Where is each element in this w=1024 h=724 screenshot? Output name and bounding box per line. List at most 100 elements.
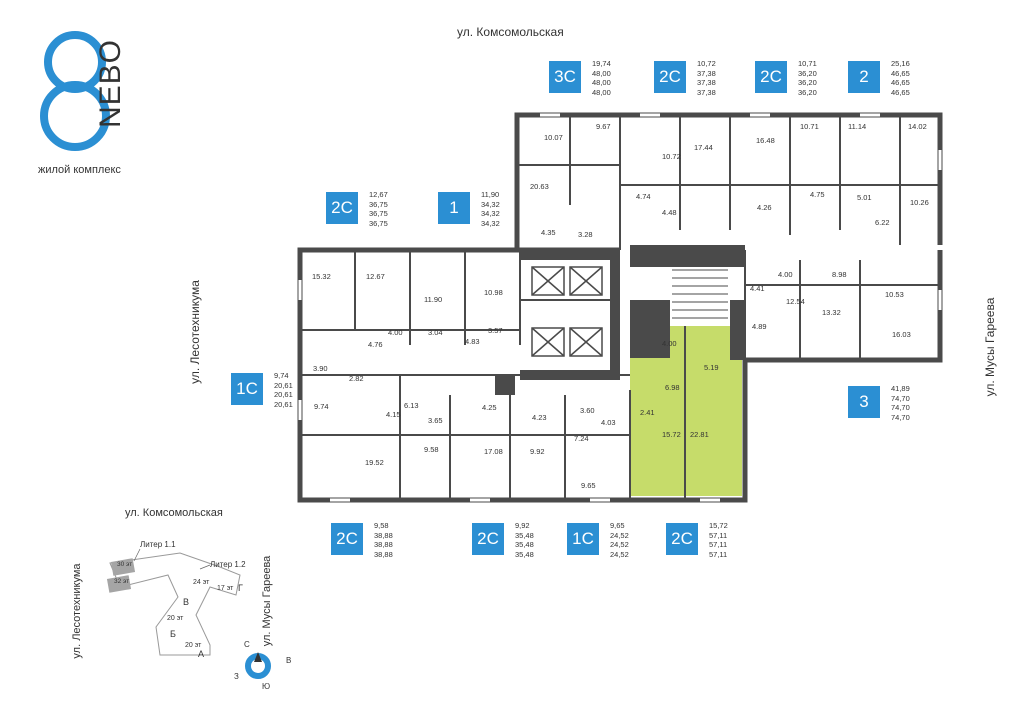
logo: NEBO жилой комплекс	[36, 28, 156, 188]
room-area: 4.35	[541, 228, 556, 237]
room-area: 3.28	[578, 230, 593, 239]
minimap-block-a: А	[198, 649, 205, 659]
room-area: 10.26	[910, 198, 929, 207]
room-area: 2.41	[640, 408, 655, 417]
room-area: 9.74	[314, 402, 329, 411]
minimap-floors-30: 30 эт	[117, 561, 133, 568]
room-area: 3.57	[488, 326, 503, 335]
room-area: 4.25	[482, 403, 497, 412]
room-area: 5.19	[704, 363, 719, 372]
room-area: 4.00	[662, 339, 677, 348]
logo-subtitle: жилой комплекс	[38, 164, 121, 176]
unit-badge[interactable]: 2С	[326, 192, 358, 224]
logo-brand: NEBO	[94, 38, 127, 128]
room-area: 12.67	[366, 272, 385, 281]
room-area: 5.01	[857, 193, 872, 202]
room-area: 4.00	[388, 328, 403, 337]
unit-badge[interactable]: 1С	[567, 523, 599, 555]
minimap-block-v: В	[183, 597, 190, 607]
room-area: 7.24	[574, 434, 589, 443]
room-area: 10.98	[484, 288, 503, 297]
room-area: 15.72	[662, 430, 681, 439]
compass-east: В	[286, 656, 292, 665]
compass: С В З Ю	[228, 636, 292, 696]
room-area: 9.65	[581, 481, 596, 490]
room-area: 4.03	[601, 418, 616, 427]
minimap-block-g: Г	[238, 583, 243, 593]
room-area: 10.53	[885, 290, 904, 299]
room-area: 6.98	[665, 383, 680, 392]
street-top-label: ул. Комсомольская	[457, 25, 564, 39]
room-area: 20.63	[530, 182, 549, 191]
room-area: 4.48	[662, 208, 677, 217]
room-area: 4.00	[778, 270, 793, 279]
unit-badge[interactable]: 2С	[666, 523, 698, 555]
room-area: 11.14	[848, 122, 867, 131]
room-area: 17.08	[484, 447, 503, 456]
minimap-liter11: Литер 1.1	[140, 540, 176, 549]
room-area: 6.13	[404, 401, 419, 410]
unit-badge[interactable]: 1	[438, 192, 470, 224]
room-area: 4.41	[750, 284, 765, 293]
room-area: 3.60	[580, 406, 595, 415]
compass-north: С	[244, 640, 250, 649]
unit-badge[interactable]: 2С	[654, 61, 686, 93]
room-area: 9.67	[596, 122, 611, 131]
site-minimap: ул. Комсомольская ул. Лесотехникума ул. …	[60, 505, 300, 720]
compass-west: З	[234, 672, 239, 681]
room-area: 4.74	[636, 192, 651, 201]
room-area: 3.04	[428, 328, 443, 337]
room-area: 14.02	[908, 122, 927, 131]
unit-badge[interactable]: 3	[848, 386, 880, 418]
logo-eight-icon	[40, 31, 110, 151]
room-area: 3.65	[428, 416, 443, 425]
minimap-block-b: Б	[170, 629, 176, 639]
room-area: 4.75	[810, 190, 825, 199]
minimap-floors-20a: 20 эт	[167, 615, 184, 622]
street-right-label: ул. Мусы Гареева	[983, 297, 997, 397]
compass-south: Ю	[262, 682, 271, 691]
unit-badge[interactable]: 2	[848, 61, 880, 93]
room-area: 4.26	[757, 203, 772, 212]
room-area: 9.58	[424, 445, 439, 454]
room-area: 11.90	[424, 295, 443, 304]
minimap-floors-20b: 20 эт	[185, 642, 202, 649]
room-area: 16.03	[892, 330, 911, 339]
unit-badge[interactable]: 2С	[755, 61, 787, 93]
compass-ring-icon	[245, 652, 271, 679]
unit-badge[interactable]: 2С	[472, 523, 504, 555]
room-area: 17.44	[694, 143, 713, 152]
minimap-liter12: Литер 1.2	[210, 560, 246, 569]
room-area: 13.32	[822, 308, 841, 317]
unit-badge[interactable]: 2С	[331, 523, 363, 555]
room-area: 3.90	[313, 364, 328, 373]
room-area: 4.83	[465, 337, 480, 346]
room-area: 4.23	[532, 413, 547, 422]
room-area: 2.82	[349, 374, 364, 383]
room-area: 12.54	[786, 297, 805, 306]
room-area: 9.92	[530, 447, 545, 456]
unit-badge[interactable]: 3С	[549, 61, 581, 93]
room-area: 19.52	[365, 458, 384, 467]
street-left-label: ул. Лесотехникума	[188, 280, 202, 384]
minimap-outline	[106, 548, 241, 656]
minimap-floors-24: 24 эт	[193, 579, 210, 586]
room-area: 22.81	[690, 430, 709, 439]
room-area: 8.98	[832, 270, 847, 279]
unit-badge[interactable]: 1С	[231, 373, 263, 405]
room-area: 16.48	[756, 136, 775, 145]
minimap-street-top: ул. Комсомольская	[125, 507, 223, 519]
room-area: 15.32	[312, 272, 331, 281]
